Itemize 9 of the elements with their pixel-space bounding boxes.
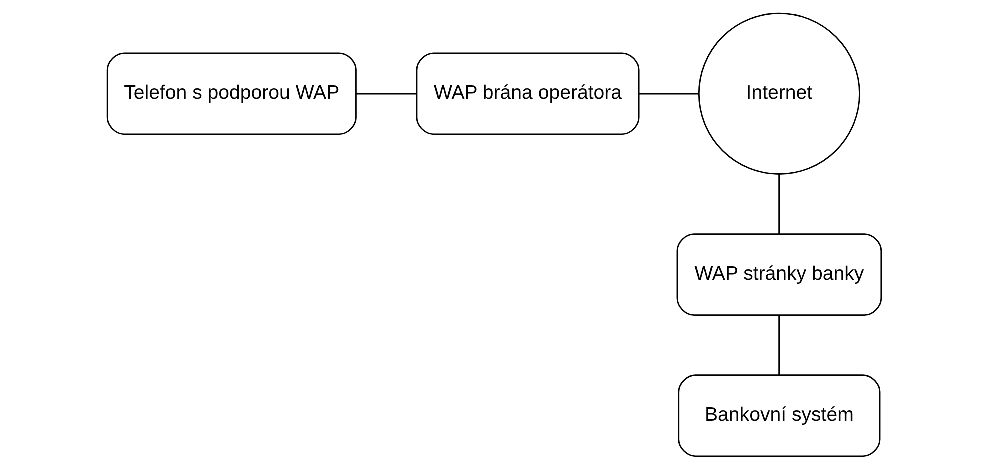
- node-box: WAP stránky banky: [676, 234, 882, 316]
- connector: [640, 93, 700, 95]
- connector: [356, 93, 417, 95]
- connector: [778, 174, 780, 234]
- node-box: Telefon s podporou WAP: [106, 52, 357, 136]
- node-box: WAP brána operátora: [416, 52, 640, 136]
- node-box: Bankovní systém: [678, 374, 881, 458]
- connector: [778, 315, 780, 376]
- node-circle: Internet: [698, 12, 860, 175]
